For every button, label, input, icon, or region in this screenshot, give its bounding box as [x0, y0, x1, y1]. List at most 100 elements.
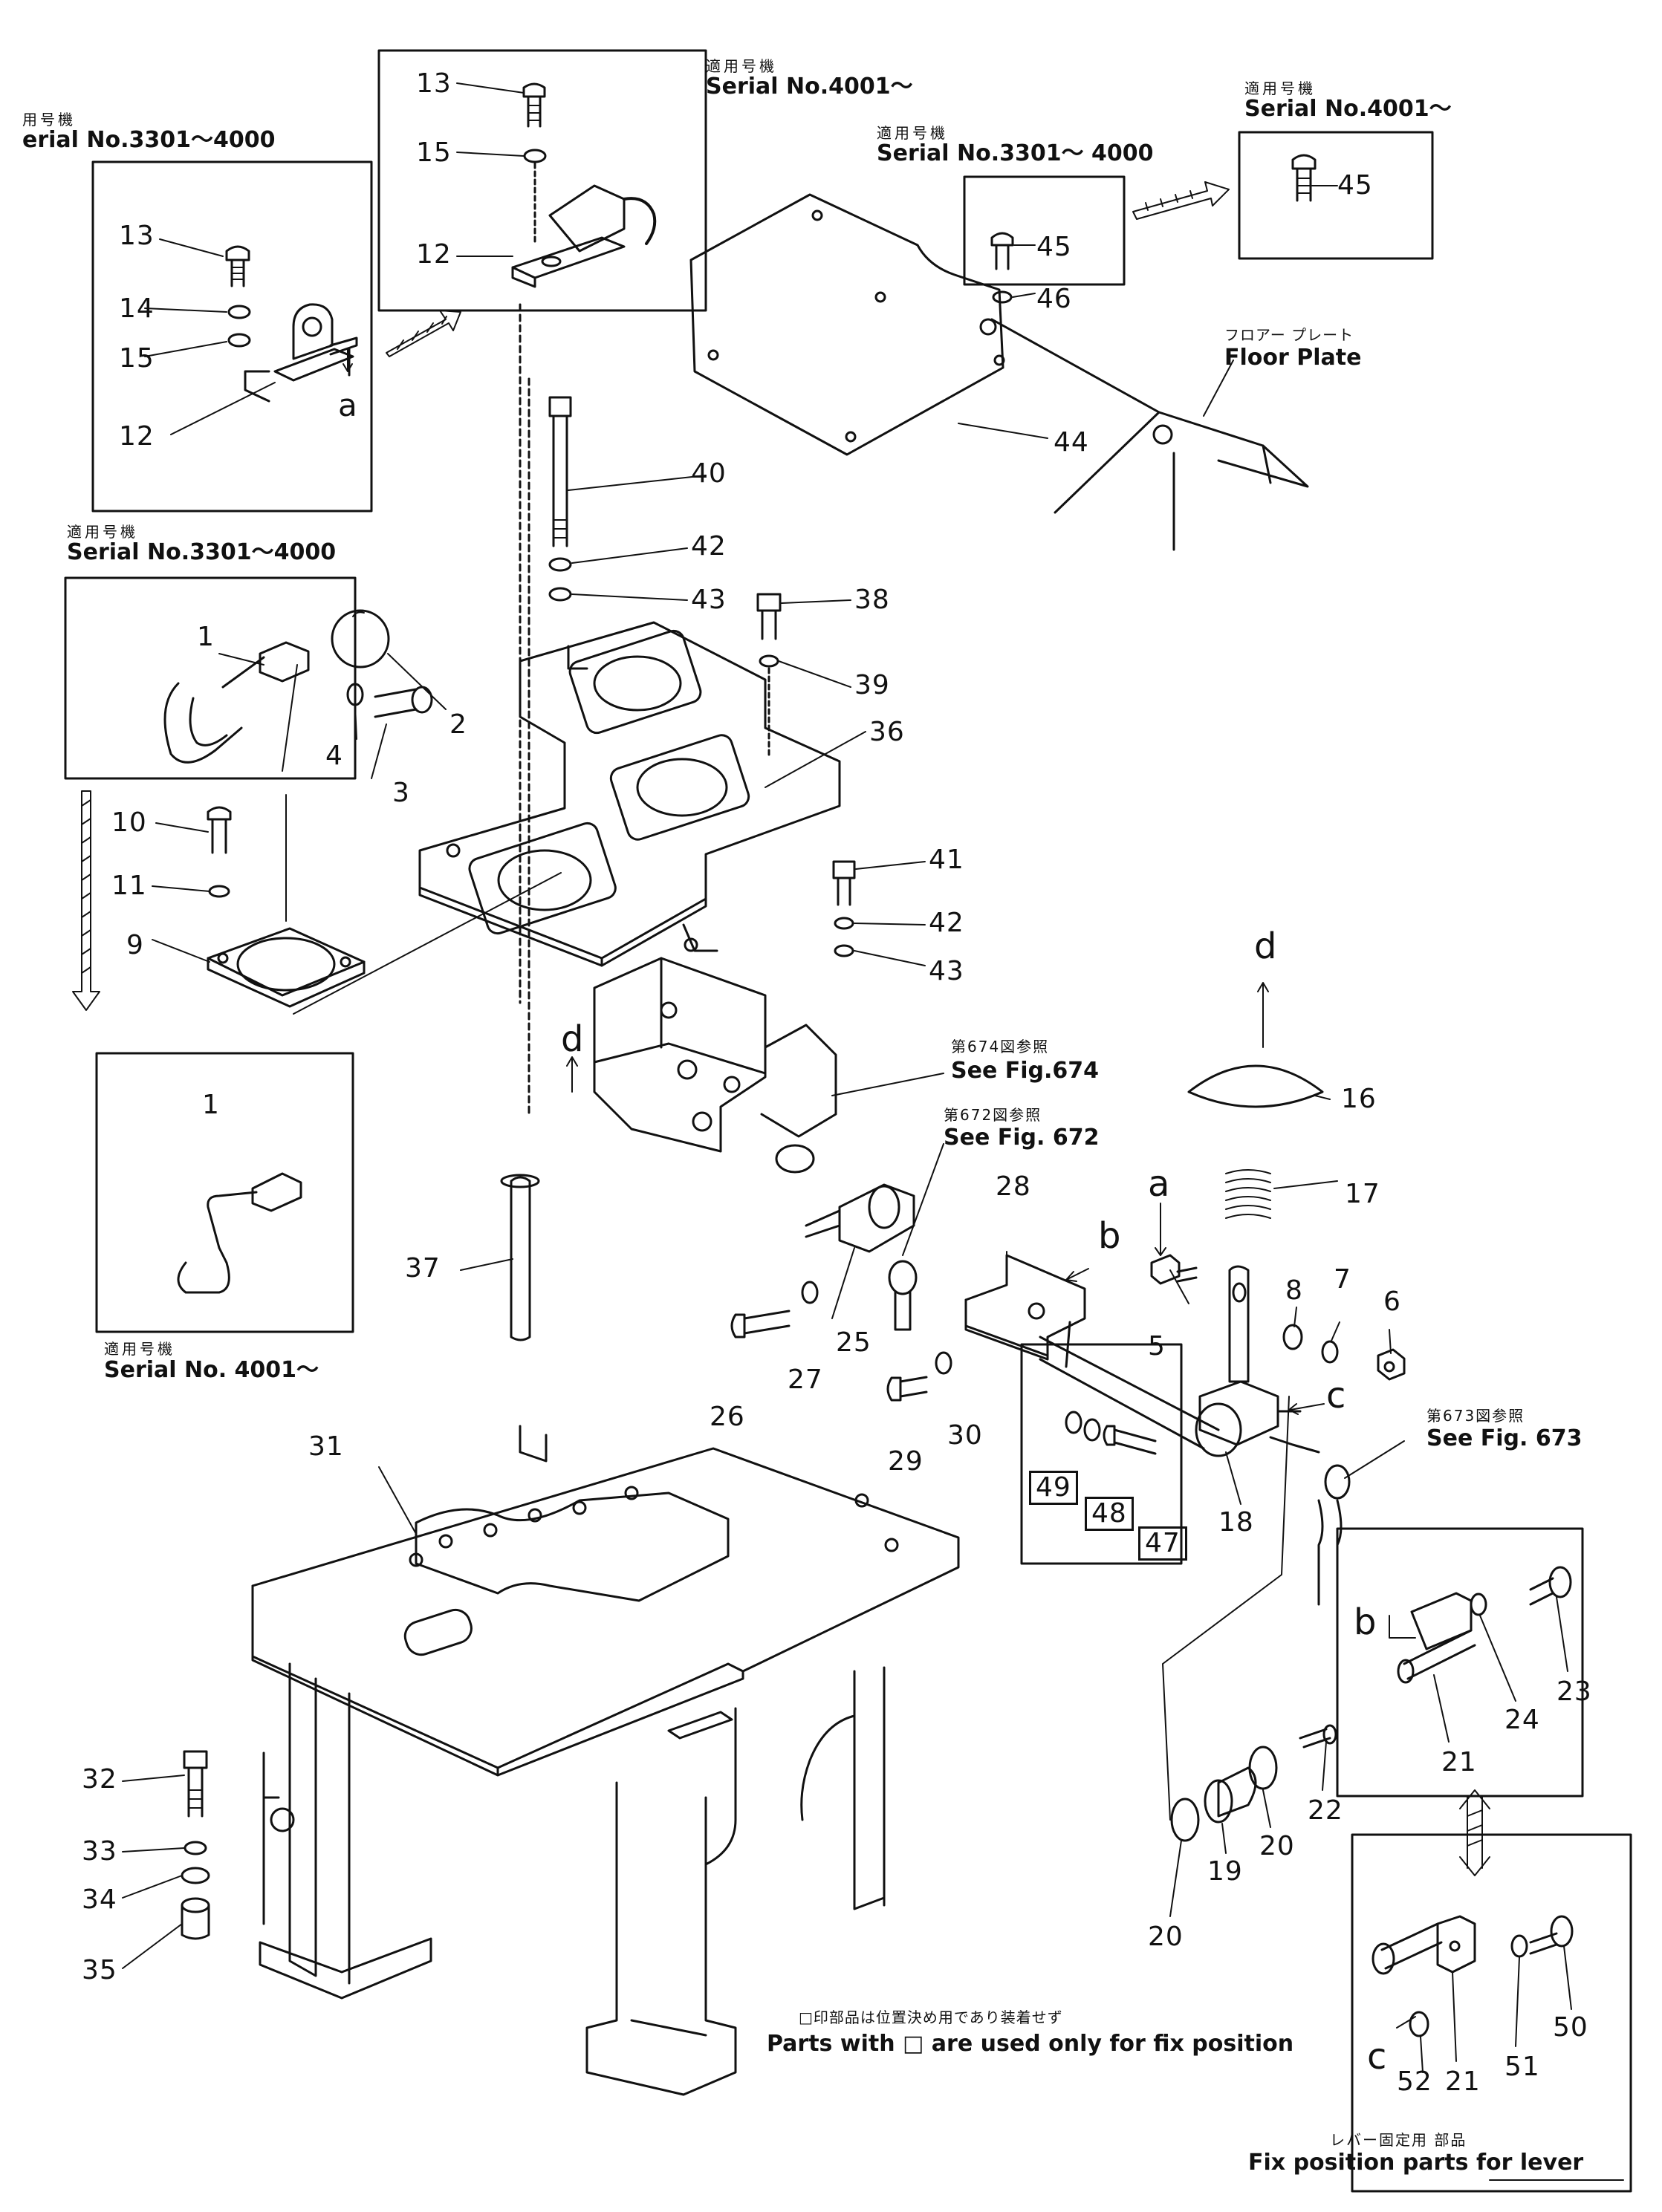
- part-50: 50: [1553, 2012, 1588, 2043]
- part-1-b: 1: [202, 1090, 220, 1120]
- part-21-b: 21: [1445, 2066, 1481, 2097]
- part-5: 5: [1148, 1331, 1166, 1362]
- rod-end-673: [1317, 1464, 1351, 1606]
- part-43-b: 43: [929, 956, 964, 986]
- part-11: 11: [111, 871, 147, 901]
- knob-2: [331, 609, 390, 669]
- spring-washer-11: [208, 885, 230, 898]
- inset-top-mid-jp: 適用号機: [706, 57, 777, 75]
- washer-51: [1510, 1934, 1528, 1958]
- inset-lever-a-jp: 適用号機: [67, 523, 138, 541]
- part-47-boxed: 47: [1138, 1526, 1187, 1561]
- fix-parts-en: Fix position parts for lever: [1248, 2150, 1584, 2176]
- frame-31: [251, 1425, 960, 2096]
- spacer-35: [181, 1897, 210, 1940]
- inset-top-left-serial: erial No.3301～4000: [22, 127, 276, 153]
- part-34: 34: [82, 1884, 117, 1915]
- part-12-a: 12: [119, 421, 155, 452]
- washer-24: [1470, 1593, 1487, 1616]
- part-30: 30: [947, 1420, 983, 1451]
- bolt-38: [756, 593, 782, 640]
- inset-top-right-a-serial: Serial No.3301～ 4000: [877, 140, 1154, 166]
- bolt-23: [1529, 1566, 1572, 1606]
- inset-top-left-jp: 用号機: [22, 111, 76, 129]
- part-20-a: 20: [1259, 1831, 1295, 1861]
- inset-lever-a-serial: Serial No.3301～4000: [67, 539, 337, 565]
- spring-washer-42-b: [834, 917, 854, 930]
- flange-9: [207, 927, 366, 1008]
- bracket-12-b: [511, 184, 657, 288]
- spring-pin-22: [1299, 1724, 1337, 1749]
- floor-plate: [979, 318, 1309, 551]
- marker-d-top: d: [1254, 926, 1278, 967]
- marker-c-inset: c: [1367, 2036, 1388, 2078]
- dome-16: [1187, 1064, 1324, 1108]
- part-29: 29: [888, 1446, 923, 1477]
- ref-673-en: See Fig. 673: [1426, 1425, 1583, 1451]
- part-13-b: 13: [416, 68, 452, 99]
- part-45-b: 45: [1337, 170, 1373, 201]
- part-28: 28: [996, 1171, 1031, 1202]
- part-44: 44: [1054, 427, 1089, 458]
- plate-36: [418, 621, 841, 967]
- inset-top-right-a-jp: 適用号機: [877, 124, 948, 142]
- part-45-a: 45: [1036, 232, 1072, 262]
- note-en: Parts with □ are used only for fix posit…: [767, 2031, 1294, 2057]
- bolt-29: [886, 1376, 928, 1402]
- leader-lines: [122, 82, 1624, 2181]
- washer-15-b: [523, 149, 547, 163]
- inset-frame-top-right-b: [1238, 131, 1434, 260]
- washer-30: [935, 1351, 952, 1375]
- bolt-45-b: [1291, 154, 1317, 202]
- ref-672-jp: 第672図参照: [944, 1106, 1042, 1124]
- pin-21-a: [1397, 1592, 1476, 1684]
- hatched-arrow-up-right: [386, 310, 461, 357]
- marker-d-left: d: [561, 1018, 585, 1060]
- part-16: 16: [1341, 1084, 1377, 1114]
- washer-8: [1282, 1324, 1303, 1350]
- part-31: 31: [308, 1431, 344, 1462]
- part-42-b: 42: [929, 908, 964, 938]
- inset-frame-lever-a: [64, 576, 357, 780]
- rod-end-672: [888, 1260, 918, 1331]
- inset-frame-top-left: [91, 160, 373, 513]
- part-15-b: 15: [416, 137, 452, 168]
- part-27: 27: [788, 1364, 823, 1395]
- washer-52: [1409, 2011, 1429, 2037]
- inset-top-right-b-serial: Serial No.4001～: [1244, 96, 1452, 122]
- pin-21-b: [1372, 1915, 1476, 1975]
- ring-20-a: [1248, 1746, 1278, 1790]
- part-40: 40: [691, 458, 727, 489]
- part-6: 6: [1383, 1286, 1401, 1317]
- marker-c: c: [1326, 1375, 1347, 1416]
- fix-parts-jp: レバー固定用 部品: [1330, 2131, 1467, 2149]
- part-14: 14: [119, 293, 155, 324]
- bolt-13-b: [522, 82, 546, 128]
- part-18: 18: [1218, 1507, 1254, 1538]
- part-42-a: 42: [691, 531, 727, 562]
- note-jp: □印部品は位置決め用であり装着せず: [799, 2008, 1063, 2026]
- valve-assembly: [593, 957, 837, 1174]
- part-7: 7: [1334, 1264, 1351, 1295]
- part-38: 38: [854, 585, 890, 615]
- washer-48-a: [1083, 1418, 1101, 1442]
- spring-washer-39: [759, 654, 779, 668]
- bushing-19: [1204, 1766, 1257, 1824]
- spring-washer-14: [227, 305, 251, 319]
- ref-674-jp: 第674図参照: [951, 1038, 1050, 1055]
- inset-frame-fix: [1351, 1833, 1632, 2193]
- washer-43-b: [834, 944, 854, 957]
- bolt-3: [374, 686, 433, 718]
- marker-b: b: [1098, 1215, 1122, 1257]
- floor-plate-jp: フロアー プレート: [1224, 326, 1354, 344]
- ref-672-en: See Fig. 672: [944, 1125, 1100, 1151]
- inset-top-mid-serial: Serial No.4001～: [706, 74, 913, 100]
- inset-top-right-b-jp: 適用号機: [1244, 79, 1316, 97]
- bolt-13-a: [225, 245, 250, 287]
- marker-a-inset: a: [338, 387, 358, 423]
- inset-frame-lever-b: [95, 1052, 354, 1333]
- part-3: 3: [392, 778, 410, 808]
- part-22: 22: [1308, 1795, 1343, 1826]
- bolt-47: [1103, 1425, 1157, 1455]
- part-13-a: 13: [119, 221, 155, 251]
